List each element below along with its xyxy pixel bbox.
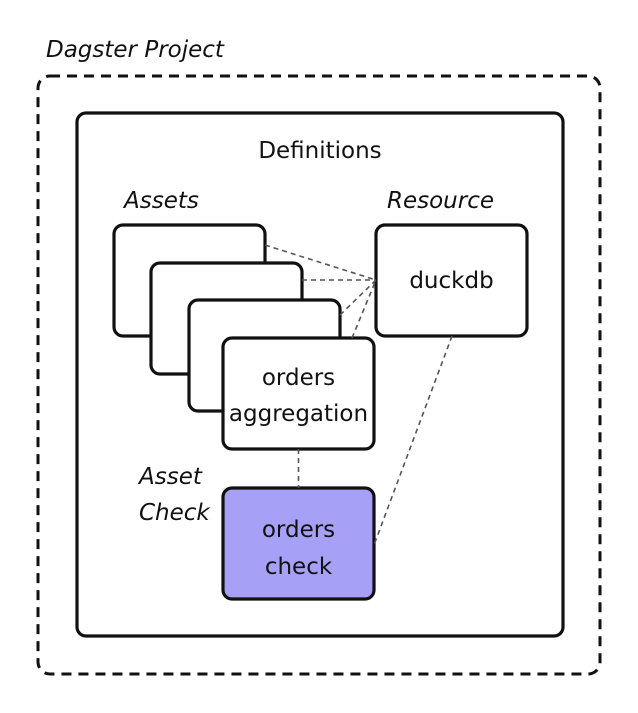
- orders-aggregation-asset[interactable]: [221, 336, 376, 451]
- duckdb-resource-name: duckdb: [409, 268, 493, 294]
- asset-check-label-line2: Check: [139, 500, 211, 526]
- orders-aggregation-line1: orders: [262, 365, 335, 391]
- orders-check-asset-check[interactable]: [221, 486, 376, 601]
- dagster-project-boundary: [36, 74, 602, 676]
- connector-duckdb-to-check: [373, 335, 453, 546]
- connector-asset-back-to-duckdb: [264, 244, 377, 281]
- orders-aggregation-line2: aggregation: [229, 401, 368, 427]
- resource-label: Resource: [387, 188, 494, 214]
- assets-label: Assets: [122, 188, 199, 214]
- asset-check-label-line1: Asset: [137, 464, 203, 490]
- orders-check-line2: check: [265, 554, 333, 580]
- dagster-project-label: Dagster Project: [46, 37, 225, 63]
- definitions-label: Definitions: [258, 138, 381, 164]
- connector-orders-aggregation-to-duckdb: [351, 279, 377, 339]
- orders-check-line1: orders: [262, 517, 335, 543]
